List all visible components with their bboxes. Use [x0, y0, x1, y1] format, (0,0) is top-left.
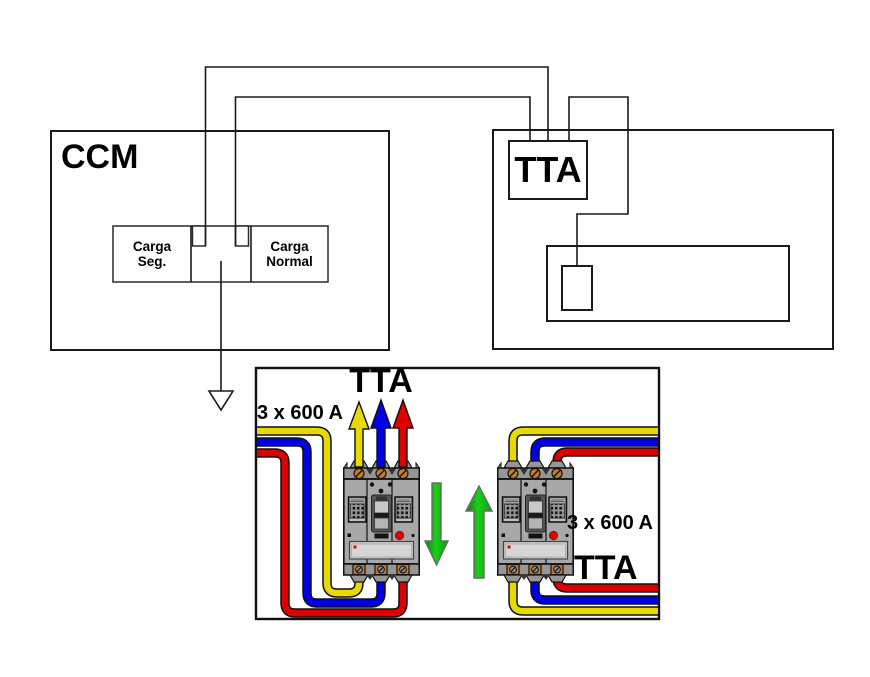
wire-yellow-left — [257, 426, 364, 598]
tta-small-unit-box — [561, 265, 593, 311]
carga-seg-label: Carga Seg. — [113, 226, 191, 282]
wire-blue-right-bottom — [530, 571, 658, 605]
carga-seg-line2: Seg. — [137, 254, 167, 269]
circuit-breaker-left — [343, 460, 420, 583]
phase-arrow-blue-icon — [370, 397, 392, 468]
connector-notch-right — [234, 225, 250, 247]
wire-red-left — [257, 448, 408, 618]
panel-tta-bottom-label: TTA — [574, 549, 638, 587]
wire-blue-right-top — [530, 437, 658, 470]
ccm-title: CCM — [61, 138, 139, 176]
phase-arrow-red-icon — [392, 397, 414, 468]
carga-seg-line1: Carga — [132, 239, 172, 254]
connector-notch-left — [191, 225, 207, 247]
panel-rating-left: 3 x 600 A — [257, 402, 343, 424]
carga-normal-label: Carga Normal — [251, 226, 328, 282]
feeder-line-b — [234, 96, 531, 246]
carga-normal-line2: Normal — [266, 254, 313, 269]
wire-yellow-right-bottom — [508, 571, 658, 616]
feeder-line-c — [568, 96, 629, 265]
tta-box-label: TTA — [514, 149, 582, 190]
wire-blue-left — [257, 437, 386, 608]
circuit-breaker-right — [497, 460, 574, 583]
phase-arrow-yellow-icon — [347, 399, 371, 468]
carga-normal-line1: Carga — [270, 239, 309, 254]
transfer-down-arrow-icon — [423, 482, 450, 567]
panel-tta-title: TTA — [349, 362, 413, 400]
down-arrow-icon — [207, 390, 235, 412]
transfer-up-arrow-icon — [464, 484, 494, 579]
panel-rating-right: 3 x 600 A — [567, 512, 653, 534]
wire-yellow-right-top — [508, 426, 658, 470]
tta-label-box — [508, 140, 588, 200]
feeder-line-a — [204, 66, 549, 246]
